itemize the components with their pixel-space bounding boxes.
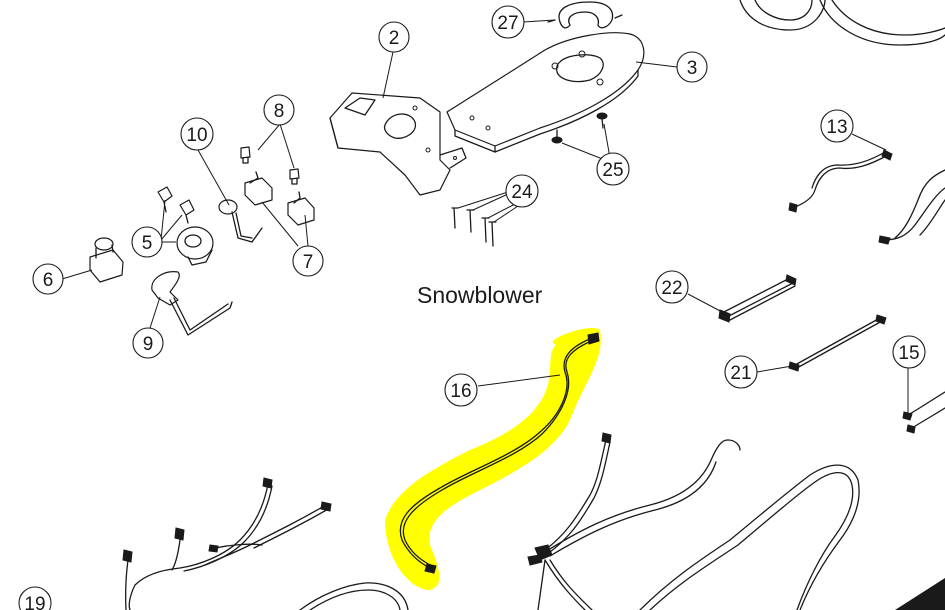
- callout-9: 9: [132, 327, 164, 359]
- part-24-rivets: [451, 207, 497, 247]
- callout-25-label: 25: [602, 160, 623, 181]
- callout-27: 27: [491, 5, 525, 39]
- part-6-push-button: [89, 237, 124, 283]
- callout-13: 13: [820, 109, 854, 143]
- leader-lines: [61, 19, 909, 413]
- part-9-choke: [151, 271, 233, 336]
- right-harness: [878, 169, 945, 245]
- callout-2-label: 2: [389, 28, 400, 49]
- callout-3: 3: [676, 51, 708, 83]
- top-right-component: [739, 0, 945, 46]
- callout-25: 25: [596, 152, 630, 186]
- part-8-knobs: [240, 146, 300, 185]
- part-16-cable: [399, 332, 600, 574]
- callout-3-label: 3: [687, 58, 698, 79]
- callout-27-label: 27: [497, 13, 518, 34]
- part-25-screws: [551, 112, 608, 144]
- callout-8-label: 8: [274, 101, 285, 122]
- callout-16: 16: [444, 373, 478, 407]
- callout-7-label: 7: [303, 252, 314, 273]
- part-21-wire: [788, 314, 887, 372]
- part-15-wires: [902, 391, 945, 434]
- callout-13-label: 13: [826, 117, 847, 138]
- callout-15-label: 15: [898, 343, 919, 364]
- callout-10: 10: [180, 117, 214, 151]
- callout-21-label: 21: [730, 363, 751, 384]
- part-16-highlight: [385, 327, 601, 590]
- callout-8: 8: [263, 94, 295, 126]
- part-10-ignition: [218, 199, 263, 243]
- callout-6-label: 6: [43, 270, 54, 291]
- callout-6: 6: [32, 263, 64, 295]
- part-13-harness: [788, 149, 893, 213]
- callout-10-label: 10: [186, 125, 207, 146]
- callout-19-label: 19: [24, 594, 45, 610]
- callout-5-label: 5: [142, 233, 153, 254]
- callout-9-label: 9: [143, 334, 154, 355]
- callout-19: 19: [18, 586, 52, 610]
- callout-7: 7: [292, 245, 324, 277]
- part-19-harness: [122, 477, 409, 610]
- bottom-right-edge: [895, 578, 945, 610]
- part-27-clamp-ring: [547, 1, 623, 29]
- callout-5: 5: [131, 226, 163, 258]
- callout-24-label: 24: [511, 182, 533, 203]
- part-2-bracket: [329, 92, 467, 196]
- callout-2: 2: [378, 21, 410, 53]
- callout-22-label: 22: [661, 278, 682, 299]
- part-3-mounting-plate: [446, 32, 645, 153]
- main-harness: [527, 432, 860, 610]
- part-22-wire: [718, 274, 797, 323]
- callout-16-label: 16: [450, 381, 471, 402]
- callout-24: 24: [505, 174, 539, 208]
- callout-21: 21: [724, 355, 758, 389]
- part-5-keys: [157, 186, 214, 266]
- diagram-title: Snowblower: [417, 282, 543, 308]
- callout-22: 22: [655, 270, 689, 304]
- callout-15: 15: [892, 335, 926, 369]
- part-7-switches: [244, 171, 315, 226]
